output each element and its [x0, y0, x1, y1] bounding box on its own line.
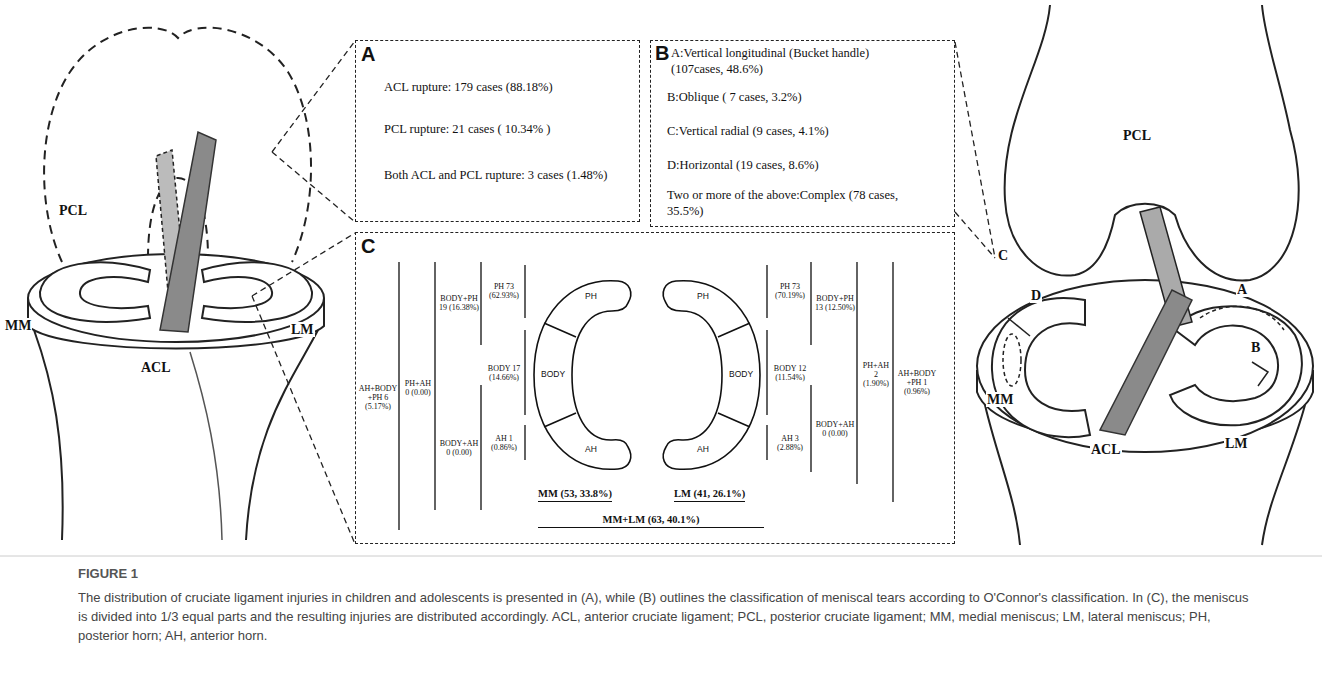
- tear-type-text: A:Vertical longitudinal (Bucket handle) …: [671, 45, 916, 78]
- meniscus-path: [663, 281, 760, 470]
- acl-band: [160, 132, 216, 332]
- tibia-shaft: [34, 330, 318, 540]
- meniscus-total: MM+LM (63, 40.1%): [538, 513, 764, 528]
- tear-c: [1008, 318, 1030, 336]
- tear-letter: C: [997, 248, 1009, 263]
- count-label: AH+BODY+PH 1 (0.96%): [897, 369, 937, 397]
- stat-text: ACL rupture: 179 cases (88.18%): [384, 79, 634, 95]
- anatomy-label: ACL: [1090, 442, 1122, 457]
- count-label: BODY 17 (14.66%): [485, 364, 523, 382]
- panel-letter: B: [655, 43, 669, 63]
- acl-band: [1100, 290, 1192, 435]
- tear-type-text: Two or more of the above:Complex (78 cas…: [667, 187, 912, 220]
- tear-d: [1003, 334, 1021, 386]
- lateral-meniscus: [1170, 306, 1302, 425]
- count-label: PH 73 (62.93%): [485, 282, 523, 300]
- count-label: BODY+PH 19 (16.38%): [439, 294, 479, 312]
- tear-b: [1252, 362, 1268, 386]
- count-label: PH 73 (70.19%): [771, 282, 809, 300]
- tear-a: [1200, 306, 1284, 330]
- anatomy-label: LM: [290, 322, 315, 337]
- stat-text: PCL rupture: 21 cases ( 10.34% ): [384, 121, 634, 137]
- panel-letter: C: [361, 236, 375, 256]
- tear-letter: B: [1250, 340, 1261, 355]
- medial-meniscus: [40, 262, 150, 321]
- right-knee: [977, 5, 1313, 545]
- tear-type-text: B:Oblique ( 7 cases, 3.2%): [667, 89, 947, 105]
- leader-line: [252, 233, 355, 544]
- count-label: BODY 12 (11.54%): [771, 364, 809, 382]
- bracket-line: [767, 262, 893, 502]
- tear-letter: A: [1236, 282, 1248, 297]
- left-knee: [28, 28, 324, 540]
- anatomy-label: PCL: [1122, 128, 1152, 143]
- panel-box: BA:Vertical longitudinal (Bucket handle)…: [650, 40, 955, 227]
- bracket-line: [399, 262, 525, 530]
- zone-label: BODY: [729, 370, 753, 380]
- tear-type-text: D:Horizontal (19 cases, 8.6%): [667, 157, 947, 173]
- count-label: PH+AH 2 (1.90%): [861, 361, 891, 389]
- tibia-tuberosity: [190, 352, 222, 540]
- zone-label: PH: [697, 292, 709, 302]
- tear-type-text: C:Vertical radial (9 cases, 4.1%): [667, 123, 947, 139]
- tear-letter: D: [1030, 288, 1042, 303]
- count-label: BODY+PH 13 (12.50%): [815, 294, 855, 312]
- count-label: AH+BODY+PH 6 (5.17%): [358, 384, 398, 412]
- zone-label: PH: [585, 292, 597, 302]
- meniscus-total: LM (41, 26.1%): [674, 487, 745, 502]
- meniscus-shape: PH BODY AH: [530, 275, 642, 475]
- anatomy-label: LM: [1224, 436, 1249, 451]
- count-label: BODY+AH 0 (0.00): [815, 420, 855, 438]
- zone-label: AH: [697, 445, 709, 455]
- lateral-meniscus: [202, 262, 312, 321]
- leader-line: [955, 42, 995, 258]
- figure-number: FIGURE 1: [78, 566, 138, 581]
- anatomy-label: ACL: [140, 360, 172, 375]
- count-label: AH 1 (0.86%): [485, 434, 523, 452]
- anatomy-label: PCL: [58, 203, 88, 218]
- leader-line: [272, 41, 355, 222]
- count-label: AH 3 (2.88%): [771, 434, 809, 452]
- figure-caption: The distribution of cruciate ligament in…: [78, 588, 1253, 645]
- leader-lines: [252, 41, 995, 544]
- bracket-lines: [399, 262, 893, 530]
- stat-text: Both ACL and PCL rupture: 3 cases (1.48%…: [384, 167, 634, 183]
- meniscus-total: MM (53, 33.8%): [538, 487, 612, 502]
- count-label: PH+AH 0 (0.00): [403, 379, 433, 397]
- panel-letter: A: [361, 44, 375, 64]
- meniscus-shape: PH BODY AH: [652, 275, 764, 475]
- medial-meniscus: [992, 298, 1090, 437]
- anatomy-label: MM: [4, 318, 32, 333]
- tibial-plateau: [977, 280, 1313, 452]
- caption-rule: [0, 556, 1322, 557]
- zone-label: AH: [585, 445, 597, 455]
- meniscus-path: [534, 281, 631, 470]
- zone-label: BODY: [541, 370, 565, 380]
- anatomy-label: MM: [986, 392, 1014, 407]
- panel-box: A ACL rupture: 179 cases (88.18%) PCL rupt…: [355, 40, 640, 222]
- panel-box: C AH+BODY+PH 6 (5.17%) PH+AH 0 (0.00) BODY+…: [355, 232, 955, 544]
- count-label: BODY+AH 0 (0.00): [439, 439, 479, 457]
